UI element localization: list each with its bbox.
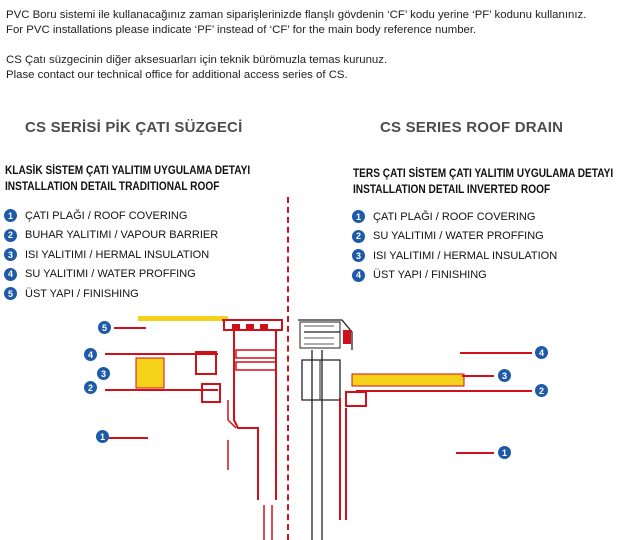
left-subtitle-tr: KLASİK SİSTEM ÇATI YALITIM UYGULAMA DETA…	[5, 165, 251, 177]
legend-label: SU YALITIMI / WATER PROFFING	[373, 230, 544, 243]
legend-label: ÜST YAPI / FINISHING	[373, 269, 487, 282]
right-insulation-layer	[352, 374, 464, 386]
right-drain-illustration	[298, 319, 532, 540]
legend-number-badge: 2	[352, 229, 365, 243]
legend-label: ISI YALITIMI / HERMAL INSULATION	[25, 248, 210, 261]
legend-number-badge: 5	[4, 287, 17, 301]
legend-number-badge: 1	[352, 210, 365, 224]
legend-item: 1 ÇATI PLAĞI / ROOF COVERING	[4, 206, 218, 226]
right-callout-badge: 4	[535, 346, 548, 359]
legend-label: ÇATI PLAĞI / ROOF COVERING	[25, 209, 188, 222]
left-callout-badge: 4	[84, 348, 97, 361]
right-callout-badge: 2	[535, 384, 548, 397]
left-callout-badge: 5	[98, 321, 111, 334]
left-callout-badge: 3	[97, 367, 110, 380]
legend-number-badge: 3	[4, 248, 17, 262]
left-insulation-layer	[136, 358, 164, 388]
legend-label: BUHAR YALITIMI / VAPOUR BARRIER	[25, 229, 219, 242]
note-line-tr-pvc: PVC Boru sistemi ile kullanacağınız zama…	[6, 9, 587, 21]
right-subtitle-tr: TERS ÇATI SİSTEM ÇATI YALITIM UYGULAMA D…	[353, 168, 614, 180]
left-callout-badge: 1	[96, 430, 109, 443]
legend-item: 2 BUHAR YALITIMI / VAPOUR BARRIER	[4, 226, 218, 246]
note-line-en-contact: Plase contact our technical office for a…	[6, 69, 348, 81]
legend-item: 5 ÜST YAPI / FINISHING	[4, 284, 218, 304]
legend-item: 4 SU YALITIMI / WATER PROFFING	[4, 265, 218, 285]
legend-number-badge: 4	[352, 268, 365, 282]
legend-label: SU YALITIMI / WATER PROFFING	[25, 268, 196, 281]
note-line-en-pvc: For PVC installations please indicate ‘P…	[6, 24, 477, 36]
left-drain-illustration	[100, 316, 283, 540]
right-subtitle-en: INSTALLATION DETAIL INVERTED ROOF	[353, 184, 551, 196]
left-finishing-layer	[138, 316, 228, 321]
legend-item: 3 ISI YALITIMI / HERMAL INSULATION	[4, 245, 218, 265]
legend-number-badge: 2	[4, 228, 17, 242]
left-section-title: CS SERİSİ PİK ÇATI SÜZGECİ	[25, 119, 243, 136]
left-legend-list: 1 ÇATI PLAĞI / ROOF COVERING 2 BUHAR YALIT…	[4, 206, 218, 304]
right-legend-list: 1 ÇATI PLAĞI / ROOF COVERING 2 SU YALITIMI…	[352, 207, 557, 285]
legend-item: 3 ISI YALITIMI / HERMAL INSULATION	[352, 246, 557, 266]
legend-item: 1 ÇATI PLAĞI / ROOF COVERING	[352, 207, 557, 227]
center-dashed-divider	[287, 197, 289, 540]
right-callout-badge: 1	[498, 446, 511, 459]
right-callout-badge: 3	[498, 369, 511, 382]
legend-label: ÜST YAPI / FINISHING	[25, 287, 139, 300]
legend-item: 2 SU YALITIMI / WATER PROFFING	[352, 227, 557, 247]
legend-item: 4 ÜST YAPI / FINISHING	[352, 266, 557, 286]
right-section-title: CS SERIES ROOF DRAIN	[380, 119, 564, 136]
legend-label: ÇATI PLAĞI / ROOF COVERING	[373, 210, 536, 223]
legend-number-badge: 4	[4, 267, 17, 281]
legend-number-badge: 3	[352, 249, 365, 263]
legend-number-badge: 1	[4, 209, 17, 223]
legend-label: ISI YALITIMI / HERMAL INSULATION	[373, 249, 558, 262]
note-line-tr-contact: CS Çatı süzgecinin diğer aksesuarları iç…	[6, 54, 388, 66]
left-callout-badge: 2	[84, 381, 97, 394]
left-subtitle-en: INSTALLATION DETAIL TRADITIONAL ROOF	[5, 181, 220, 193]
